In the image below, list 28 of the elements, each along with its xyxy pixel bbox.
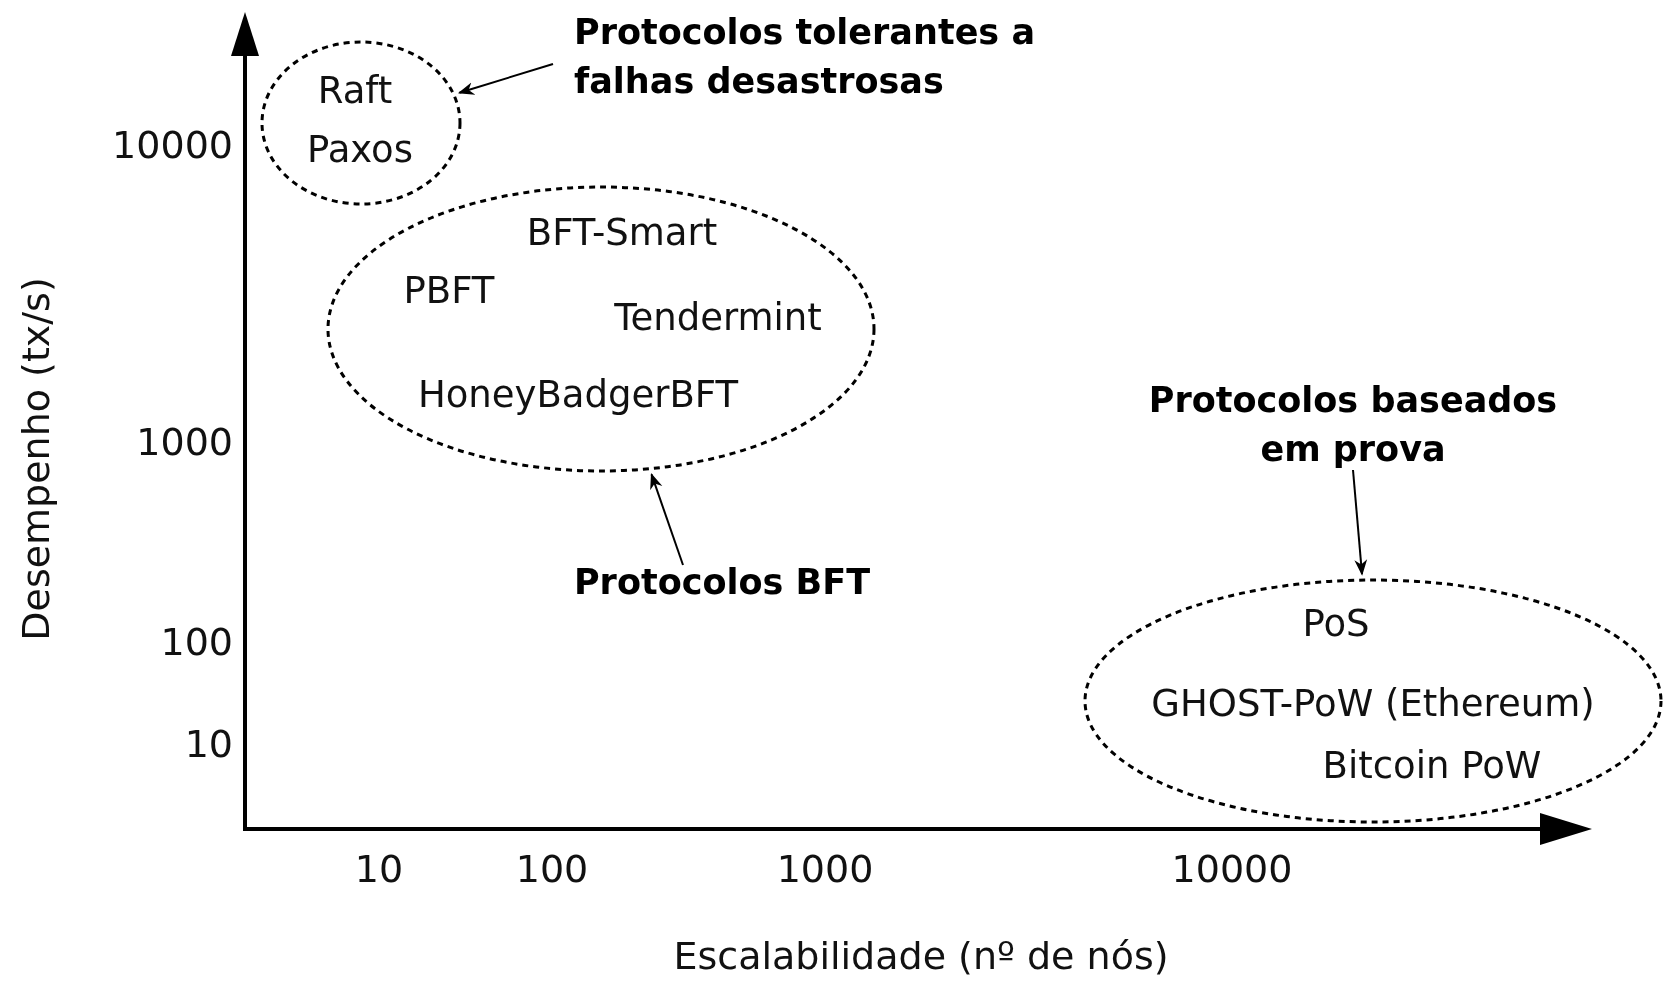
tick-label: 10000 bbox=[1171, 849, 1293, 891]
axis-title: Escalabilidade (nº de nós) bbox=[673, 936, 1169, 978]
axis-title: Desempenho (tx/s) bbox=[16, 277, 58, 641]
protocol-group-ellipse bbox=[1083, 578, 1663, 824]
protocol-group-ellipse bbox=[260, 40, 462, 206]
protocol-name: PBFT bbox=[403, 270, 495, 312]
tick-label: 100 bbox=[515, 849, 589, 891]
protocol-name: Bitcoin PoW bbox=[1322, 745, 1542, 787]
protocol-name: Paxos bbox=[307, 129, 413, 171]
arrow bbox=[1352, 469, 1368, 576]
tick-label: 10 bbox=[354, 849, 404, 891]
tick-label: 1000 bbox=[776, 849, 874, 891]
tick-label: 100 bbox=[160, 622, 233, 664]
protocol-name: PoS bbox=[1302, 603, 1370, 645]
group-label: Protocolos tolerantes a falhas desastrosas bbox=[574, 11, 1036, 103]
tick-label: 1000 bbox=[136, 422, 233, 464]
protocol-name: HoneyBadgerBFT bbox=[417, 374, 739, 416]
arrow bbox=[650, 472, 684, 566]
group-label: Protocolos BFT bbox=[572, 561, 872, 604]
tick-label: 10000 bbox=[112, 125, 233, 167]
arrow bbox=[457, 63, 554, 95]
protocol-group-ellipse bbox=[326, 185, 876, 473]
protocol-name: BFT-Smart bbox=[526, 212, 718, 254]
group-label: Protocolos baseados em prova bbox=[1147, 379, 1559, 471]
protocol-name: GHOST-PoW (Ethereum) bbox=[1151, 683, 1595, 725]
tick-label: 10 bbox=[184, 724, 233, 766]
protocol-name: Raft bbox=[317, 70, 393, 112]
protocol-name: Tendermint bbox=[614, 297, 822, 339]
